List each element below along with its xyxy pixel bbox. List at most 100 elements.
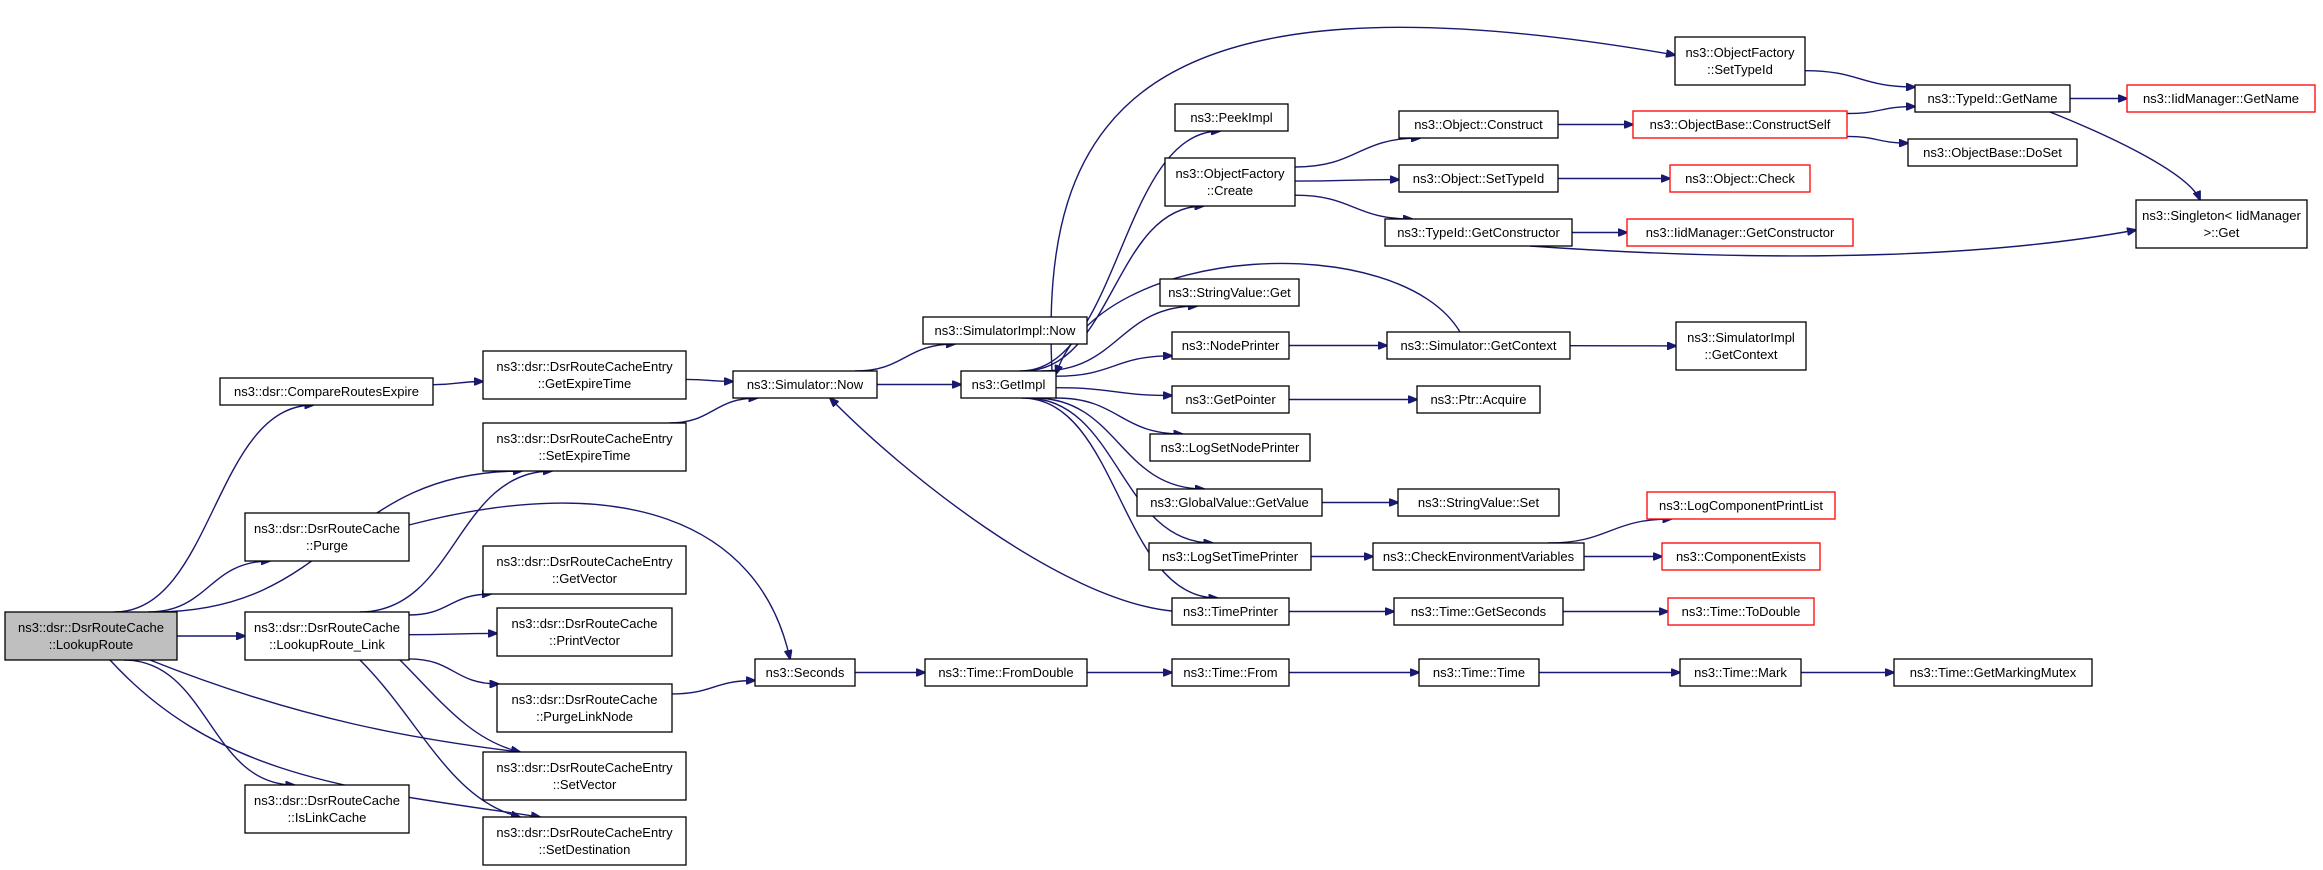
node-label: ::GetContext (1705, 347, 1778, 362)
node-timeTime[interactable]: ns3::Time::Time (1418, 658, 1540, 687)
node-componentExists[interactable]: ns3::ComponentExists (1661, 542, 1821, 571)
node-simulatorNow[interactable]: ns3::Simulator::Now (732, 370, 878, 399)
node-compareRoutesExpire[interactable]: ns3::dsr::CompareRoutesExpire (219, 377, 434, 406)
node-simulatorGetContext[interactable]: ns3::Simulator::GetContext (1386, 331, 1571, 360)
node-nodePrinter[interactable]: ns3::NodePrinter (1171, 331, 1290, 360)
node-label: ns3::Time::GetMarkingMutex (1910, 665, 2077, 680)
node-objBaseDoSet[interactable]: ns3::ObjectBase::DoSet (1907, 138, 2078, 167)
node-entryGetVector[interactable]: ns3::dsr::DsrRouteCacheEntry::GetVector (482, 545, 687, 595)
node-logSetTimePrinter[interactable]: ns3::LogSetTimePrinter (1148, 542, 1312, 571)
node-isLinkCache[interactable]: ns3::dsr::DsrRouteCache::IsLinkCache (244, 784, 410, 834)
node-label: ns3::NodePrinter (1182, 338, 1280, 353)
node-box (1661, 542, 1821, 571)
edge-objBaseConstructSelf-to-typeIdGetName (1846, 107, 1915, 115)
node-entrySetVector[interactable]: ns3::dsr::DsrRouteCacheEntry::SetVector (482, 751, 687, 801)
node-label: ns3::Singleton< IidManager (2142, 208, 2301, 223)
node-singletonGet[interactable]: ns3::Singleton< IidManager >::Get (2135, 199, 2308, 249)
node-label: ns3::dsr::CompareRoutesExpire (234, 384, 419, 399)
node-box (1893, 658, 2093, 687)
node-label: ns3::GlobalValue::GetValue (1150, 495, 1309, 510)
node-objFactorySetTypeId[interactable]: ns3::ObjectFactory::SetTypeId (1674, 36, 1806, 86)
node-label: ns3::CheckEnvironmentVariables (1383, 549, 1575, 564)
node-box (1171, 385, 1290, 414)
node-label: ::SetTypeId (1707, 62, 1773, 77)
node-label: ::IsLinkCache (288, 810, 367, 825)
node-logSetNodePrinter[interactable]: ns3::LogSetNodePrinter (1149, 433, 1311, 462)
node-box (732, 370, 878, 399)
node-label: ns3::LogSetNodePrinter (1161, 440, 1300, 455)
node-label: ns3::dsr::DsrRouteCache (512, 616, 658, 631)
node-ptrAcquire[interactable]: ns3::Ptr::Acquire (1416, 385, 1541, 414)
node-timeFrom[interactable]: ns3::Time::From (1171, 658, 1290, 687)
node-label: ns3::TypeId::GetName (1927, 91, 2057, 106)
node-getImpl[interactable]: ns3::GetImpl (960, 370, 1057, 399)
node-typeIdGetConstructor[interactable]: ns3::TypeId::GetConstructor (1384, 218, 1573, 247)
node-box (1674, 36, 1806, 86)
node-box (1626, 218, 1854, 247)
node-label: ns3::Seconds (766, 665, 845, 680)
node-stringValueGet[interactable]: ns3::StringValue::Get (1159, 278, 1300, 307)
node-timeFromDouble[interactable]: ns3::Time::FromDouble (924, 658, 1088, 687)
node-root[interactable]: ns3::dsr::DsrRouteCache::LookupRoute (4, 611, 178, 661)
node-label: ns3::dsr::DsrRouteCacheEntry (496, 825, 673, 840)
node-timeMark[interactable]: ns3::Time::Mark (1679, 658, 1802, 687)
node-timePrinter[interactable]: ns3::TimePrinter (1171, 597, 1290, 626)
node-box (1907, 138, 2078, 167)
edge-root-to-compareRoutesExpire (114, 405, 313, 613)
node-label: ns3::Object::SetTypeId (1413, 171, 1545, 186)
node-objFactoryCreate[interactable]: ns3::ObjectFactory::Create (1164, 157, 1296, 207)
node-peekImpl[interactable]: ns3::PeekImpl (1174, 103, 1289, 132)
node-checkEnvVars[interactable]: ns3::CheckEnvironmentVariables (1372, 542, 1585, 571)
node-box (1632, 110, 1848, 139)
node-box (922, 316, 1088, 345)
node-entrySetExpireTime[interactable]: ns3::dsr::DsrRouteCacheEntry::SetExpireT… (482, 422, 687, 472)
node-label: ns3::ComponentExists (1676, 549, 1807, 564)
node-box (244, 611, 410, 661)
node-entrySetDestination[interactable]: ns3::dsr::DsrRouteCacheEntry::SetDestina… (482, 816, 687, 866)
node-box (1171, 658, 1290, 687)
edge-lookupRouteLink-to-cachePrintVector (408, 633, 497, 634)
node-label: ns3::TypeId::GetConstructor (1397, 225, 1560, 240)
node-label: ::PurgeLinkNode (536, 709, 633, 724)
edge-root-to-entrySetVector (149, 659, 520, 752)
node-cachePrintVector[interactable]: ns3::dsr::DsrRouteCache::PrintVector (496, 607, 673, 657)
node-logComponentPrintList[interactable]: ns3::LogComponentPrintList (1646, 491, 1836, 520)
node-globalValueGetValue[interactable]: ns3::GlobalValue::GetValue (1136, 488, 1323, 517)
node-box (1164, 157, 1296, 207)
edge-simulatorGetContext-to-getImpl (1056, 262, 1461, 374)
node-getPointer[interactable]: ns3::GetPointer (1171, 385, 1290, 414)
node-box (1148, 542, 1312, 571)
node-iidGetConstructor[interactable]: ns3::IidManager::GetConstructor (1626, 218, 1854, 247)
node-simImplGetContext[interactable]: ns3::SimulatorImpl::GetContext (1675, 321, 1807, 371)
node-box (1667, 597, 1815, 626)
node-stringValueSet[interactable]: ns3::StringValue::Set (1397, 488, 1560, 517)
node-box (1669, 164, 1811, 193)
node-objectSetTypeId[interactable]: ns3::Object::SetTypeId (1398, 164, 1559, 193)
node-box (496, 607, 673, 657)
node-timeToDouble[interactable]: ns3::Time::ToDouble (1667, 597, 1815, 626)
node-objectConstruct[interactable]: ns3::Object::Construct (1398, 110, 1559, 139)
node-cachePurge[interactable]: ns3::dsr::DsrRouteCache::Purge (244, 512, 410, 562)
node-box (496, 683, 673, 733)
node-seconds[interactable]: ns3::Seconds (754, 658, 856, 687)
node-box (482, 350, 687, 400)
node-label: ns3::Time::FromDouble (938, 665, 1073, 680)
node-box (1386, 331, 1571, 360)
node-simImplNow[interactable]: ns3::SimulatorImpl::Now (922, 316, 1088, 345)
node-objectCheck[interactable]: ns3::Object::Check (1669, 164, 1811, 193)
edge-getImpl-to-logSetTimePrinter (1025, 397, 1213, 543)
node-entryGetExpireTime[interactable]: ns3::dsr::DsrRouteCacheEntry::GetExpireT… (482, 350, 687, 400)
node-lookupRouteLink[interactable]: ns3::dsr::DsrRouteCache::LookupRoute_Lin… (244, 611, 410, 661)
node-iidGetName[interactable]: ns3::IidManager::GetName (2126, 84, 2316, 113)
node-timeGetMarkingMutex[interactable]: ns3::Time::GetMarkingMutex (1893, 658, 2093, 687)
node-objBaseConstructSelf[interactable]: ns3::ObjectBase::ConstructSelf (1632, 110, 1848, 139)
node-label: ns3::Time::Mark (1694, 665, 1787, 680)
node-typeIdGetName[interactable]: ns3::TypeId::GetName (1914, 84, 2071, 113)
edge-getImpl-to-objFactoryCreate (1023, 206, 1203, 372)
node-label: ns3::Time::Time (1433, 665, 1525, 680)
node-label: ::GetVector (552, 571, 618, 586)
node-cachePurgeLinkNode[interactable]: ns3::dsr::DsrRouteCache::PurgeLinkNode (496, 683, 673, 733)
node-timeGetSeconds[interactable]: ns3::Time::GetSeconds (1393, 597, 1564, 626)
node-label: ns3::Simulator::GetContext (1400, 338, 1556, 353)
edge-getImpl-to-timePrinter (1021, 397, 1218, 598)
